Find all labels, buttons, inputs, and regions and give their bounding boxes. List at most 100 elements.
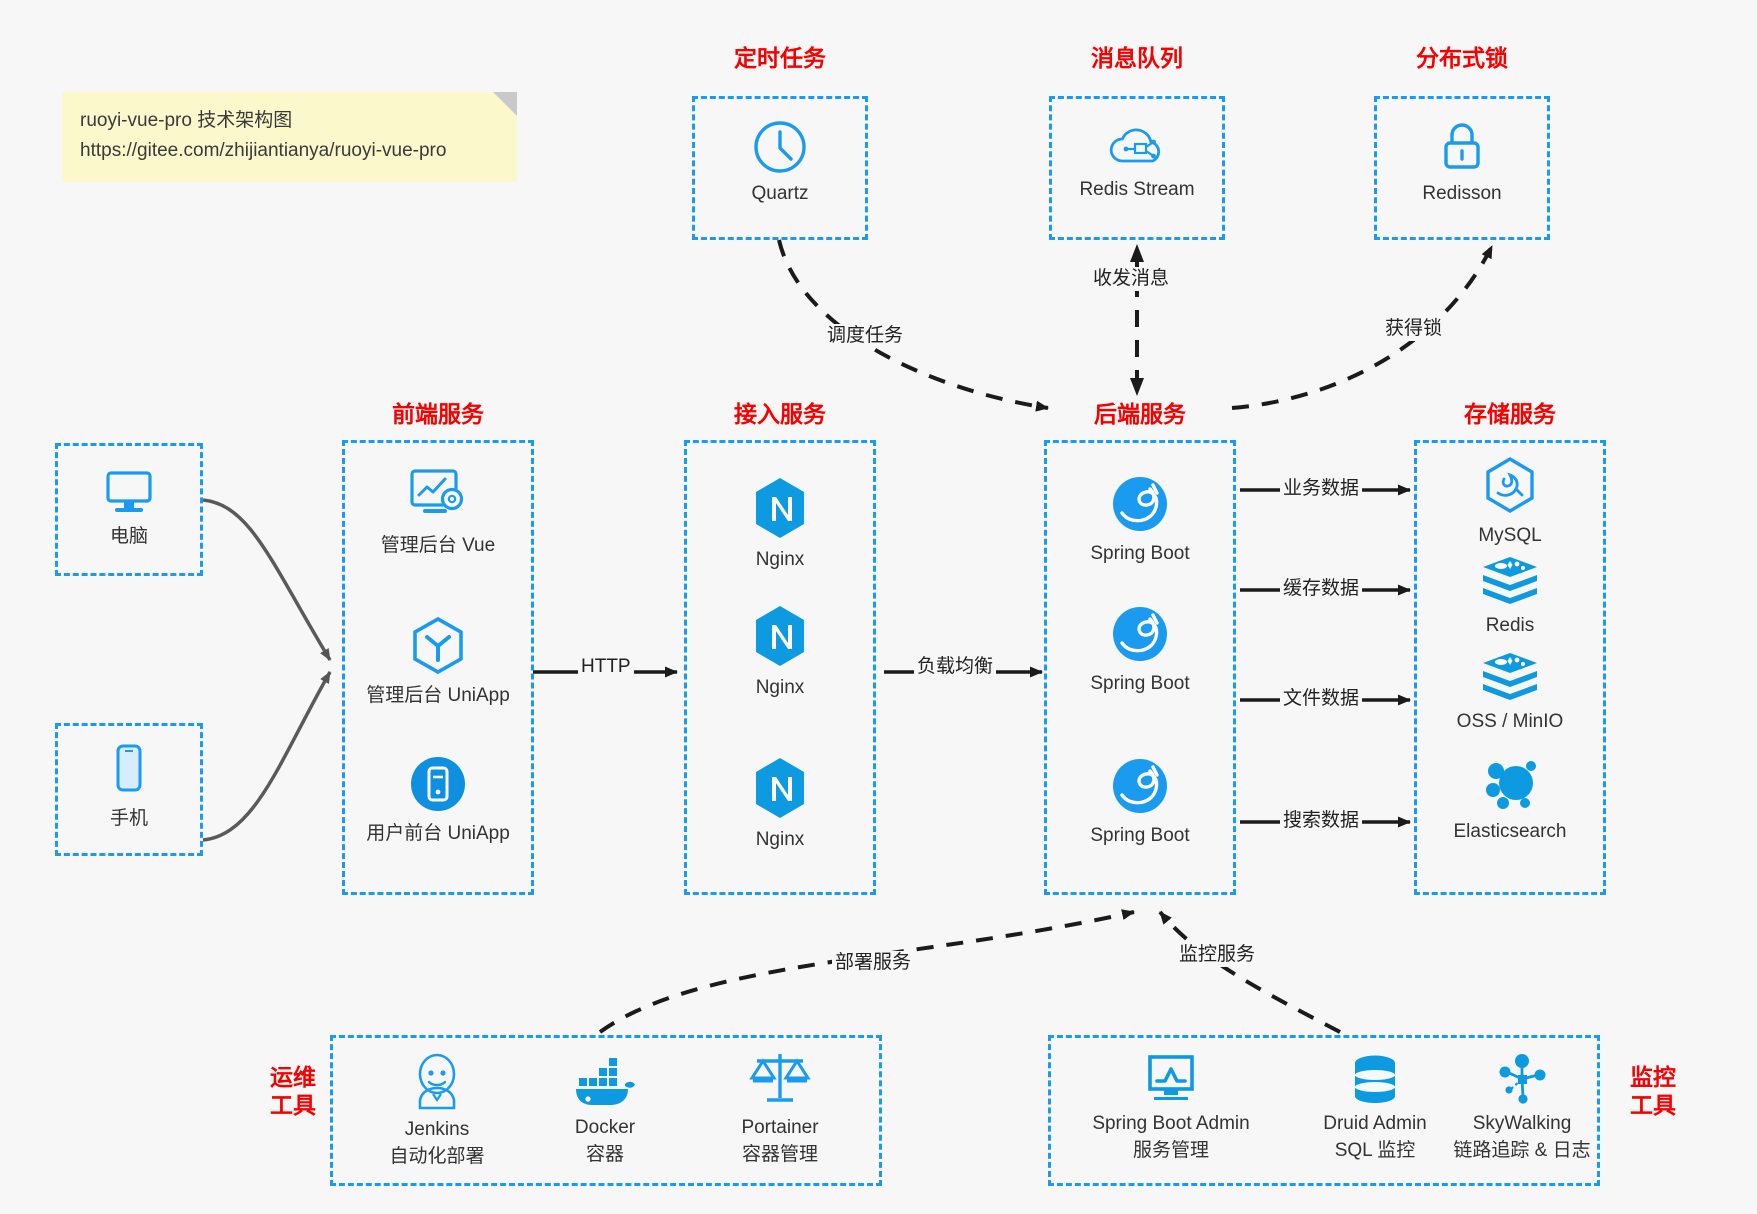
node-redis-stream[interactable]: Redis Stream	[1052, 121, 1222, 203]
scales-icon	[749, 1054, 811, 1102]
mq-group-title: 消息队列	[1091, 45, 1183, 71]
node-elasticsearch-label: Elasticsearch	[1453, 821, 1567, 842]
edge-label-search-data: 搜索数据	[1280, 809, 1363, 833]
edge-pc-to-frontend	[202, 498, 332, 661]
node-jenkins-sub: 自动化部署	[389, 1146, 485, 1167]
backend-group: Spring Boot Spring Boot Spring Boot	[1044, 440, 1236, 895]
node-quartz[interactable]: Quartz	[695, 119, 865, 207]
lock-icon	[1444, 123, 1480, 169]
lock-group: Redisson	[1374, 96, 1550, 240]
gateway-group: Nginx Nginx Nginx	[684, 440, 876, 895]
monitor-title-line2: 工具	[1630, 1092, 1676, 1118]
devops-title-line1: 运维	[270, 1064, 316, 1090]
node-skywalking-sub: 链路追踪 & 日志	[1453, 1140, 1591, 1161]
node-spring-boot-3[interactable]: Spring Boot	[1047, 755, 1233, 849]
monitor-title-line1: 监控	[1630, 1064, 1676, 1090]
edge-mq-arrow-up	[1130, 244, 1144, 262]
node-redis-label: Redis	[1485, 615, 1535, 636]
edge-label-schedule: 调度任务	[824, 324, 907, 348]
phone-icon	[116, 744, 142, 792]
node-user-uniapp[interactable]: 用户前台 UniApp	[345, 753, 531, 847]
node-admin-uniapp[interactable]: 管理后台 UniApp	[345, 615, 531, 709]
client-mobile-group: 手机	[55, 723, 203, 856]
devops-group-title: 运维 工具	[258, 1063, 328, 1119]
edge-label-cache-data: 缓存数据	[1280, 577, 1363, 601]
gateway-group-title: 接入服务	[734, 401, 826, 427]
node-druid-admin[interactable]: Druid Admin SQL 监控	[1289, 1054, 1461, 1164]
storage-group-title: 存储服务	[1464, 401, 1556, 427]
frontend-group-title: 前端服务	[392, 401, 484, 427]
database-icon	[1355, 1055, 1395, 1103]
edge-monitor-service	[1158, 910, 1341, 1034]
node-admin-uniapp-label: 管理后台 UniApp	[366, 685, 510, 706]
spring-icon	[1113, 759, 1167, 813]
node-mobile[interactable]: 手机	[58, 742, 200, 832]
mobile-app-icon	[411, 757, 465, 811]
node-elasticsearch[interactable]: Elasticsearch	[1417, 755, 1603, 845]
mysql-icon	[1486, 457, 1534, 513]
elasticsearch-icon	[1486, 761, 1536, 809]
node-mobile-label: 手机	[109, 808, 148, 829]
jenkins-icon	[418, 1053, 456, 1110]
node-pc[interactable]: 电脑	[58, 468, 200, 550]
skywalking-icon	[1499, 1054, 1546, 1104]
edge-label-http: HTTP	[578, 655, 634, 679]
node-redis[interactable]: Redis	[1417, 555, 1603, 639]
node-nginx-1-label: Nginx	[755, 549, 805, 570]
node-pc-label: 电脑	[109, 526, 148, 547]
node-spring-boot-admin[interactable]: Spring Boot Admin 服务管理	[1061, 1054, 1281, 1164]
node-spring-boot-3-label: Spring Boot	[1090, 825, 1190, 846]
node-nginx-3[interactable]: Nginx	[687, 755, 873, 853]
node-jenkins-label: Jenkins	[404, 1119, 470, 1140]
node-redis-stream-label: Redis Stream	[1079, 179, 1195, 200]
node-jenkins[interactable]: Jenkins 自动化部署	[355, 1050, 519, 1170]
node-redisson-label: Redisson	[1422, 183, 1502, 204]
node-docker[interactable]: Docker 容器	[523, 1056, 687, 1168]
storage-group: MySQL Redis OS	[1414, 440, 1606, 895]
nginx-icon	[756, 606, 804, 666]
node-oss-minio[interactable]: OSS / MinIO	[1417, 651, 1603, 735]
edge-mobile-to-frontend	[202, 671, 332, 842]
edge-label-load-balance: 负载均衡	[914, 655, 997, 679]
monitor-chart-icon	[1148, 1055, 1194, 1100]
edge-label-deploy: 部署服务	[832, 951, 915, 975]
lock-group-title: 分布式锁	[1416, 45, 1508, 71]
monitor-group-title: 监控 工具	[1618, 1063, 1688, 1119]
note-line-title: ruoyi-vue-pro 技术架构图	[80, 110, 293, 131]
node-spring-boot-admin-sub: 服务管理	[1132, 1140, 1209, 1161]
node-mysql-label: MySQL	[1478, 525, 1542, 546]
oss-icon	[1483, 653, 1537, 700]
client-pc-group: 电脑	[55, 443, 203, 576]
node-redisson[interactable]: Redisson	[1377, 119, 1547, 207]
nginx-icon	[756, 758, 804, 818]
mq-group: Redis Stream	[1049, 96, 1225, 240]
node-nginx-1[interactable]: Nginx	[687, 475, 873, 573]
node-oss-minio-label: OSS / MinIO	[1456, 711, 1564, 732]
edge-label-mq: 收发消息	[1090, 267, 1173, 291]
node-skywalking-label: SkyWalking	[1472, 1113, 1572, 1134]
note-fold-corner	[493, 92, 517, 116]
node-portainer-label: Portainer	[741, 1117, 819, 1138]
cube-icon	[413, 616, 463, 675]
edge-acquire-lock	[1231, 245, 1494, 410]
dashboard-icon	[410, 469, 464, 513]
node-portainer[interactable]: Portainer 容器管理	[691, 1048, 869, 1168]
edge-mq-arrow-down	[1130, 378, 1144, 396]
node-spring-boot-1[interactable]: Spring Boot	[1047, 473, 1233, 567]
node-mysql[interactable]: MySQL	[1417, 455, 1603, 549]
node-nginx-2[interactable]: Nginx	[687, 603, 873, 701]
node-nginx-3-label: Nginx	[755, 829, 805, 850]
node-spring-boot-2[interactable]: Spring Boot	[1047, 603, 1233, 697]
edge-label-biz-data: 业务数据	[1280, 477, 1363, 501]
node-admin-vue[interactable]: 管理后台 Vue	[345, 465, 531, 559]
edge-label-lock: 获得锁	[1382, 317, 1446, 341]
devops-group: Jenkins 自动化部署 Docker 容器	[330, 1035, 882, 1186]
node-skywalking[interactable]: SkyWalking 链路追踪 & 日志	[1447, 1052, 1597, 1164]
node-docker-sub: 容器	[585, 1144, 624, 1165]
clock-icon	[754, 121, 806, 173]
note-line-url: https://gitee.com/zhijiantianya/ruoyi-vu…	[80, 140, 447, 161]
docker-icon	[576, 1058, 635, 1105]
scheduler-group-title: 定时任务	[734, 45, 826, 71]
node-admin-vue-label: 管理后台 Vue	[380, 535, 496, 556]
